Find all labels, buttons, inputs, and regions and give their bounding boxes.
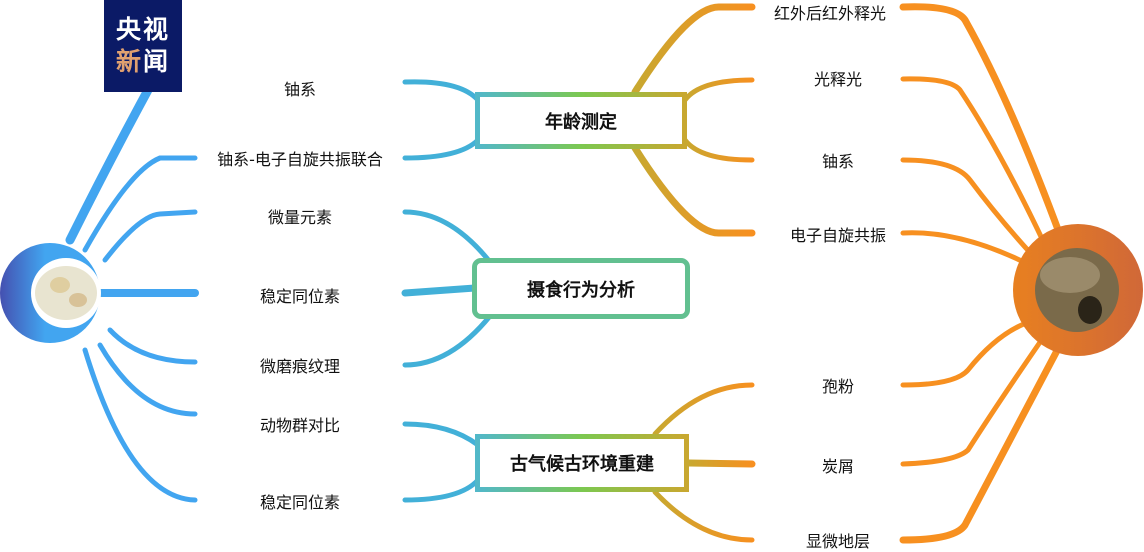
left-to-box-branches [401, 79, 493, 503]
logo-char-xin: 新 [115, 47, 143, 76]
right-item: 电子自旋共振 [789, 226, 887, 245]
right-item: 铀系 [821, 152, 855, 171]
left-item: 稳定同位素 [259, 287, 341, 306]
box-to-right-branches [631, 3, 756, 543]
left-item: 稳定同位素 [259, 493, 341, 512]
left-item: 微磨痕纹理 [259, 357, 341, 376]
box-diet-analysis: 摄食行为分析 [472, 258, 690, 319]
right-item: 显微地层 [805, 532, 871, 551]
cctv-news-logo: 央视 新闻 [104, 0, 182, 92]
left-item: 铀系 [283, 80, 317, 99]
right-item: 孢粉 [821, 377, 855, 396]
left-item: 微量元素 [267, 208, 333, 227]
logo-char-wen: 闻 [143, 47, 171, 76]
right-item: 光释光 [813, 70, 863, 89]
left-hub-branches [65, 85, 199, 503]
box-paleoclimate: 古气候古环境重建 [475, 434, 689, 492]
logo-line2: 新闻 [116, 46, 170, 78]
left-item: 铀系-电子自旋共振联合 [217, 150, 383, 169]
logo-line1: 央视 [115, 15, 170, 44]
right-hub-branches [899, 3, 1064, 544]
box-age-dating: 年龄测定 [475, 92, 687, 149]
left-item: 动物群对比 [259, 416, 341, 435]
right-item: 红外后红外释光 [773, 4, 887, 23]
tooth-image [35, 266, 97, 320]
right-item: 炭屑 [821, 457, 855, 476]
